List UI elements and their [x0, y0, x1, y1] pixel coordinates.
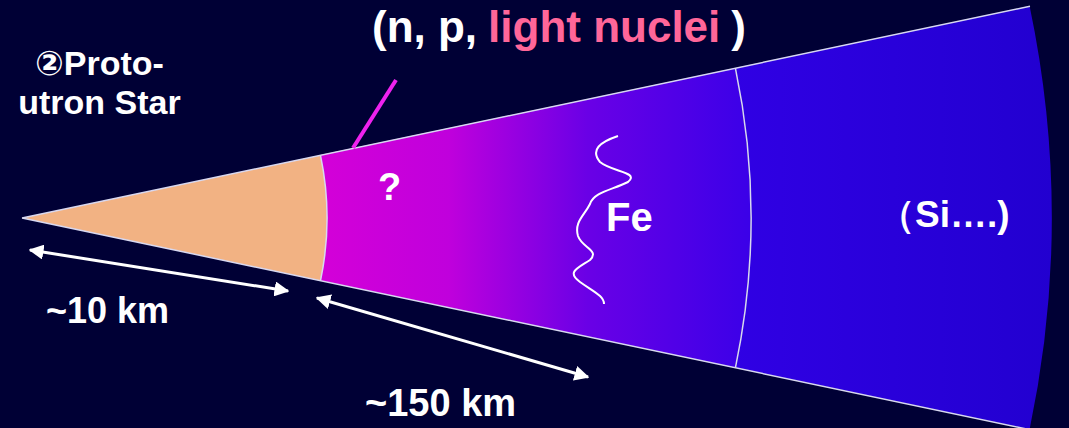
accretion-region: ? Fe — [318, 66, 753, 370]
title-highlight: light nuclei — [488, 2, 720, 53]
silicon-layer: （Si….) — [733, 4, 1054, 428]
region-fill — [320, 68, 750, 368]
iron-boundary — [735, 68, 751, 368]
core-boundary — [321, 155, 328, 280]
title-text: ) — [731, 2, 746, 53]
dimension-label: ~150 km — [365, 382, 516, 426]
region-label: Fe — [606, 194, 653, 240]
region-shape — [318, 66, 753, 370]
region-label: （Si….) — [878, 194, 1010, 237]
core-label: ②Proto- utron Star — [2, 44, 197, 122]
proto-neutron-star-core — [22, 155, 327, 280]
dimension-arrow — [30, 250, 288, 291]
region-label: ? — [378, 166, 401, 210]
wedge-edge — [22, 6, 1030, 428]
dimension-label: ~10 km — [46, 290, 169, 331]
title-row: (n, p,light nuclei) — [372, 2, 746, 53]
pointer-line — [353, 80, 396, 148]
dimension-arrow — [317, 298, 588, 377]
region-fill — [735, 6, 1052, 428]
shock-front-line — [574, 136, 631, 304]
title-text: (n, p, — [372, 2, 477, 53]
